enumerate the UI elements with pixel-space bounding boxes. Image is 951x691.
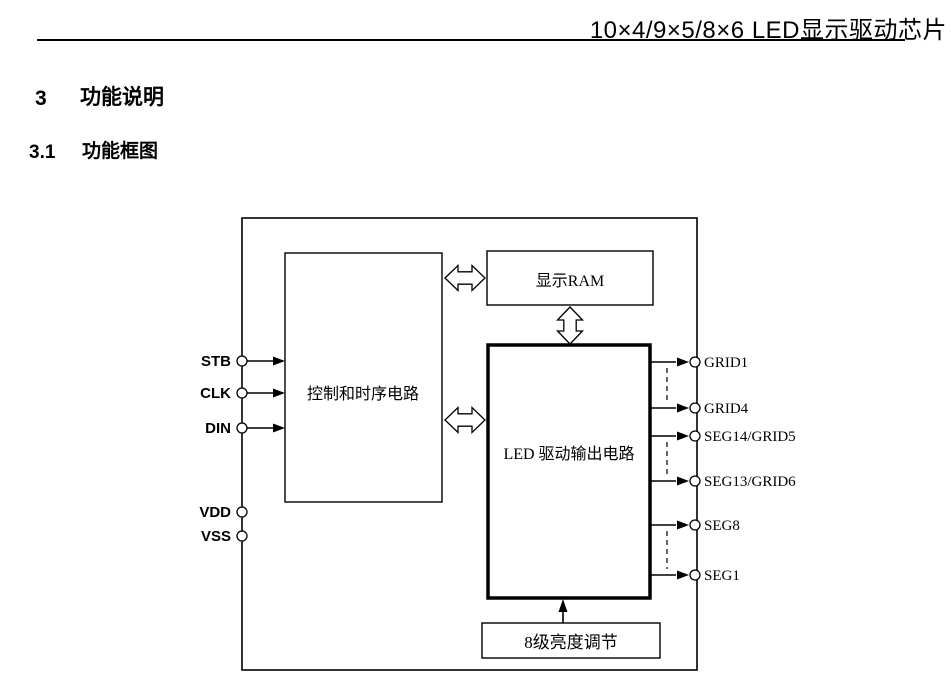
display-ram-block	[486, 250, 654, 306]
pin-label-vss: VSS	[201, 528, 231, 545]
bidirectional-arrow-ram-led	[555, 306, 585, 345]
control-timing-label: 控制和时序电路	[307, 385, 419, 403]
stb-pin-circle	[236, 355, 248, 367]
stb-arrow-head	[273, 356, 285, 366]
seg1-pin-circle	[689, 569, 701, 581]
din-arrow-head	[273, 423, 285, 433]
pin-label-grid4: GRID4	[704, 401, 749, 417]
header-rule	[37, 39, 905, 41]
chip-outline-box	[241, 217, 698, 671]
seg14-grid5-pin-circle	[689, 430, 701, 442]
led-drive-output-label: LED 驱动输出电路	[503, 445, 634, 463]
section-number: 3	[35, 87, 47, 110]
seg14-grid5-arrow-head	[677, 431, 689, 441]
seg13-grid6-arrow-head	[677, 476, 689, 486]
pin-label-seg1: SEG1	[704, 568, 740, 584]
pin-label-stb: STB	[201, 353, 231, 370]
seg1-arrow-head	[677, 570, 689, 580]
brightness-arrow-head	[558, 599, 568, 612]
bidirectional-arrow-control-ram	[444, 263, 486, 293]
pin-label-vdd: VDD	[199, 504, 231, 521]
brightness-adjust-label: 8级亮度调节	[524, 633, 618, 652]
brightness-adjust-block	[481, 622, 661, 659]
pin-label-clk: CLK	[200, 385, 231, 402]
grid1-arrow-head	[677, 357, 689, 367]
clk-pin-circle	[236, 387, 248, 399]
control-timing-block	[284, 252, 443, 503]
grid1-pin-circle	[689, 356, 701, 368]
pin-label-din: DIN	[205, 420, 231, 437]
pin-label-seg8: SEG8	[704, 518, 740, 534]
subsection-number: 3.1	[29, 142, 56, 163]
seg13-grid6-pin-circle	[689, 475, 701, 487]
clk-arrow-head	[273, 388, 285, 398]
vdd-pin-circle	[236, 506, 248, 518]
grid4-pin-circle	[689, 402, 701, 414]
display-ram-label: 显示RAM	[536, 273, 604, 290]
vss-pin-circle	[236, 530, 248, 542]
section-title: 功能说明	[80, 86, 164, 109]
pin-label-seg14-grid5: SEG14/GRID5	[704, 429, 796, 445]
pin-label-seg13-grid6: SEG13/GRID6	[704, 474, 796, 490]
led-drive-output-block	[486, 343, 652, 600]
seg8-pin-circle	[689, 519, 701, 531]
bidirectional-arrow-control-led	[444, 405, 486, 435]
din-pin-circle	[236, 422, 248, 434]
seg8-arrow-head	[677, 520, 689, 530]
pin-label-grid1: GRID1	[704, 355, 748, 371]
grid4-arrow-head	[677, 403, 689, 413]
subsection-title: 功能框图	[82, 141, 159, 162]
